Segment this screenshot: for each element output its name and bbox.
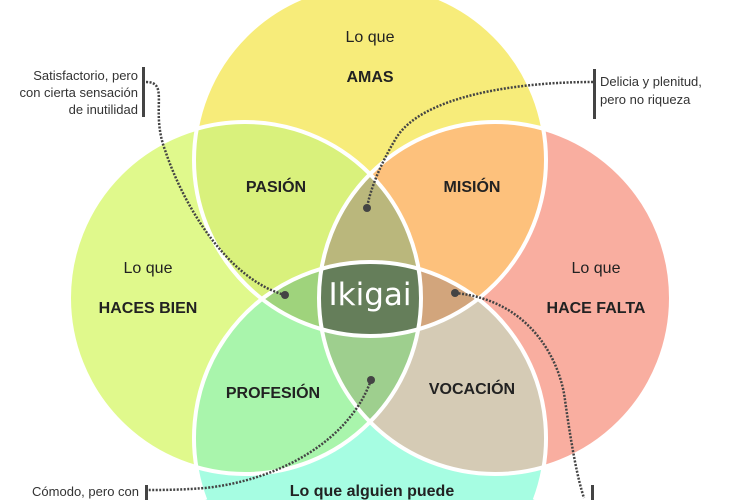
note-bottom-left-line1: Cómodo, pero con xyxy=(32,484,139,499)
right-circle-title: HACE FALTA xyxy=(547,300,646,317)
note-top-left-line3: de inutilidad xyxy=(69,102,138,117)
note-top-left-line1: Satisfactorio, pero xyxy=(33,68,138,83)
mision-label: MISIÓN xyxy=(444,177,501,196)
note-top-left-line2: con cierta sensación xyxy=(19,85,138,100)
profesion-label: PROFESIÓN xyxy=(226,383,320,402)
leader-dots xyxy=(281,204,459,384)
note-top-right-line2: pero no riqueza xyxy=(600,92,691,107)
top-circle-title: AMAS xyxy=(346,69,393,86)
leader-lines xyxy=(145,80,594,499)
left-circle-line1: Lo que xyxy=(124,260,173,277)
pasion-label: PASIÓN xyxy=(246,177,306,196)
note-bars xyxy=(142,67,596,500)
left-circle-title: HACES BIEN xyxy=(99,300,198,317)
bottom-circle-title: Lo que alguien puede xyxy=(290,483,455,500)
top-circle-line1: Lo que xyxy=(346,29,395,46)
vocacion-label: VOCACIÓN xyxy=(429,379,515,398)
circle-outlines xyxy=(67,0,673,500)
ikigai-label: Ikigai xyxy=(329,277,412,313)
note-top-right-line1: Delicia y plenitud, xyxy=(600,74,702,89)
right-circle-line1: Lo que xyxy=(572,260,621,277)
